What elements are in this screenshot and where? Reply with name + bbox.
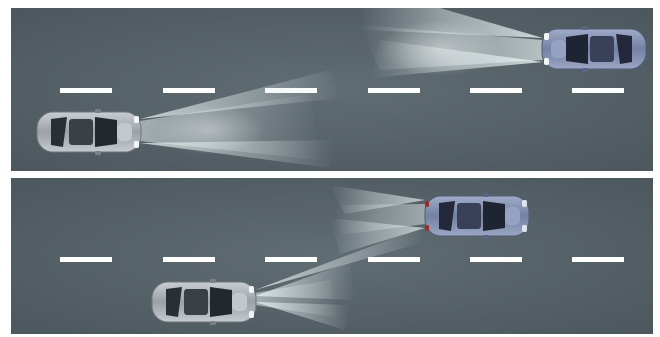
lane-dash	[572, 257, 624, 262]
car-top-view-icon	[542, 26, 646, 72]
panel-top	[11, 8, 653, 171]
lane-dash	[470, 88, 522, 93]
car-top-view-icon	[37, 109, 141, 155]
lane-dash	[572, 88, 624, 93]
lane-dash	[470, 257, 522, 262]
lane-dash	[60, 257, 112, 262]
panel-divider	[11, 171, 653, 178]
lane-dash	[368, 88, 420, 93]
lane-dash	[163, 88, 215, 93]
car-top-view-icon	[152, 279, 256, 325]
lane-dash	[60, 88, 112, 93]
lane-dash	[265, 257, 317, 262]
lane-dash	[368, 257, 420, 262]
car-top-view-icon	[425, 193, 529, 239]
lane-dash	[163, 257, 215, 262]
panel-bottom	[11, 178, 653, 334]
